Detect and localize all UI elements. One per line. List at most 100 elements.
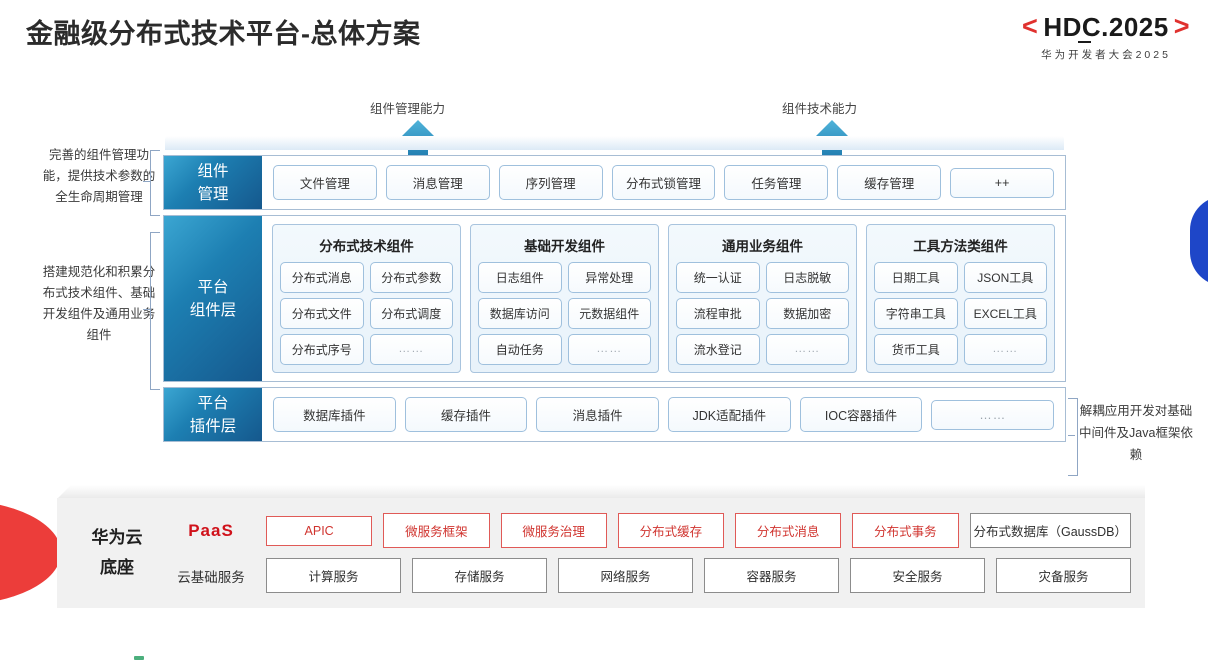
layer-body-component-management: 文件管理 消息管理 序列管理 分布式锁管理 任务管理 缓存管理 ++	[262, 156, 1065, 209]
chip-task-management[interactable]: 任务管理	[724, 165, 829, 200]
architecture-stack: 组件 管理 文件管理 消息管理 序列管理 分布式锁管理 任务管理 缓存管理 ++…	[163, 136, 1066, 442]
layer-platform-plugin: 平台 插件层 数据库插件 缓存插件 消息插件 JDK适配插件 IOC容器插件 ……	[163, 387, 1066, 442]
group-row: 分布式消息 分布式参数	[280, 262, 453, 293]
cell-json-tool[interactable]: JSON工具	[963, 262, 1047, 293]
cell-distributed-file[interactable]: 分布式文件	[280, 298, 364, 329]
cell-distributed-param[interactable]: 分布式参数	[369, 262, 453, 293]
group-title: 基础开发组件	[524, 239, 605, 254]
cell-string-tool[interactable]: 字符串工具	[874, 298, 958, 329]
hdc-logo: < HDC.2025 > 华为开发者大会2025	[1022, 13, 1190, 62]
paas-row: PaaS APIC 微服务框架 微服务治理 分布式缓存 分布式消息 分布式事务 …	[167, 513, 1131, 548]
group-row: 分布式文件 分布式调度	[280, 298, 453, 329]
cloud-base-title-line2: 底座	[100, 558, 134, 577]
paas-item-distributed-message[interactable]: 分布式消息	[735, 513, 842, 548]
blue-semicircle-decoration	[1190, 196, 1208, 286]
infra-item-security[interactable]: 安全服务	[850, 558, 985, 593]
chip-ioc-container-plugin[interactable]: IOC容器插件	[799, 397, 923, 432]
group-row: 流程审批 数据加密	[676, 298, 849, 329]
infra-label: 云基础服务	[177, 569, 245, 585]
cell-auto-task[interactable]: 自动任务	[478, 334, 562, 365]
cell-currency-tool[interactable]: 货币工具	[874, 334, 958, 365]
cell-unified-auth[interactable]: 统一认证	[676, 262, 760, 293]
layer-label-line2: 插件层	[189, 417, 237, 435]
group-title: 通用业务组件	[722, 239, 803, 254]
group-basic-dev: 基础开发组件 日志组件 异常处理 数据库访问 元数据组件 自动任务 ……	[470, 224, 659, 373]
bracket-left-top	[150, 150, 160, 216]
chip-distributed-lock-management[interactable]: 分布式锁管理	[611, 165, 716, 200]
infra-item-storage[interactable]: 存储服务	[412, 558, 547, 593]
cell-excel-tool[interactable]: EXCEL工具	[963, 298, 1047, 329]
side-note-left-top: 完善的组件管理功能，提供技术参数的全生命周期管理	[42, 148, 156, 204]
cloud-base-title-line1: 华为云	[91, 528, 143, 547]
paas-item-apic[interactable]: APIC	[266, 515, 373, 546]
cell-distributed-message[interactable]: 分布式消息	[280, 262, 364, 293]
infra-item-disaster-recovery[interactable]: 灾备服务	[996, 558, 1131, 593]
cloud-slab-bevel	[57, 485, 1145, 499]
layer-label-component-management: 组件 管理	[164, 156, 262, 209]
red-wedge-decoration	[0, 500, 61, 605]
group-grid: 分布式消息 分布式参数 分布式文件 分布式调度 分布式序号 ……	[280, 262, 453, 365]
group-general-business: 通用业务组件 统一认证 日志脱敏 流程审批 数据加密 流水登记 ……	[668, 224, 857, 373]
cell-metadata-component[interactable]: 元数据组件	[567, 298, 651, 329]
bracket-left-bottom	[150, 232, 160, 390]
infra-item-network[interactable]: 网络服务	[558, 558, 693, 593]
cell-transaction-record[interactable]: 流水登记	[676, 334, 760, 365]
cell-db-access[interactable]: 数据库访问	[478, 298, 562, 329]
chip-file-management[interactable]: 文件管理	[273, 165, 377, 200]
paas-item-distributed-database[interactable]: 分布式数据库（GaussDB）	[969, 513, 1131, 548]
layer-label-platform-plugin: 平台 插件层	[164, 388, 262, 441]
chip-message-management[interactable]: 消息管理	[385, 165, 490, 200]
paas-label: PaaS	[188, 520, 234, 540]
infra-item-container[interactable]: 容器服务	[704, 558, 839, 593]
chip-cache-management[interactable]: 缓存管理	[837, 165, 942, 200]
group-row: 自动任务 ……	[478, 334, 651, 365]
paas-item-microservice-framework[interactable]: 微服务框架	[383, 513, 490, 548]
layer-platform-component: 平台 组件层 分布式技术组件 分布式消息 分布式参数 分布式文件 分布式调度 分…	[163, 215, 1066, 382]
chip-message-plugin[interactable]: 消息插件	[536, 397, 660, 432]
cloud-base-title: 华为云 底座	[71, 523, 163, 583]
infra-row: 云基础服务 计算服务 存储服务 网络服务 容器服务 安全服务 灾备服务	[167, 558, 1131, 593]
cloud-base-content: 华为云 底座 PaaS APIC 微服务框架 微服务治理 分布式缓存 分布式消息…	[57, 498, 1145, 608]
cell-more[interactable]: ……	[963, 334, 1047, 365]
left-angle-bracket-icon: <	[1022, 11, 1039, 41]
infra-item-compute[interactable]: 计算服务	[266, 558, 401, 593]
hdc-logo-main: < HDC.2025 >	[1022, 11, 1190, 43]
bracket-tick	[1068, 435, 1075, 437]
cell-process-approval[interactable]: 流程审批	[676, 298, 760, 329]
huawei-cloud-base-panel: 华为云 底座 PaaS APIC 微服务框架 微服务治理 分布式缓存 分布式消息…	[57, 498, 1145, 608]
chip-more[interactable]: ……	[931, 399, 1055, 430]
cell-more[interactable]: ……	[765, 334, 849, 365]
stack-top-sheen	[165, 136, 1064, 150]
paas-item-distributed-cache[interactable]: 分布式缓存	[617, 513, 724, 548]
component-groups: 分布式技术组件 分布式消息 分布式参数 分布式文件 分布式调度 分布式序号 ……	[262, 216, 1065, 381]
side-note-left-bottom: 搭建规范化和积累分布式技术组件、基础开发组件及通用业务组件	[42, 265, 156, 342]
chip-cache-plugin[interactable]: 缓存插件	[404, 397, 528, 432]
cell-more[interactable]: ……	[567, 334, 651, 365]
chip-jdk-adapter-plugin[interactable]: JDK适配插件	[668, 397, 791, 432]
paas-item-microservice-governance[interactable]: 微服务治理	[500, 513, 607, 548]
cell-more[interactable]: ……	[369, 334, 453, 365]
hdc-underline	[1078, 40, 1092, 43]
layer-body-platform-plugin: 数据库插件 缓存插件 消息插件 JDK适配插件 IOC容器插件 ……	[262, 388, 1065, 441]
cloud-base-rows: PaaS APIC 微服务框架 微服务治理 分布式缓存 分布式消息 分布式事务 …	[163, 513, 1131, 593]
chip-more[interactable]: ++	[950, 167, 1055, 198]
arrow-label-component-technology: 组件技术能力	[782, 102, 858, 116]
cell-date-tool[interactable]: 日期工具	[874, 262, 958, 293]
bracket-tick	[143, 309, 150, 311]
layer-label-line1: 平台	[197, 278, 229, 296]
right-angle-bracket-icon: >	[1173, 11, 1190, 41]
group-row: 数据库访问 元数据组件	[478, 298, 651, 329]
paas-item-distributed-transaction[interactable]: 分布式事务	[852, 513, 959, 548]
cell-distributed-seq[interactable]: 分布式序号	[280, 334, 364, 365]
group-grid: 日志组件 异常处理 数据库访问 元数据组件 自动任务 ……	[478, 262, 651, 365]
cell-exception-handling[interactable]: 异常处理	[567, 262, 651, 293]
cell-log-component[interactable]: 日志组件	[478, 262, 562, 293]
group-title: 分布式技术组件	[319, 239, 414, 254]
cell-data-encryption[interactable]: 数据加密	[765, 298, 849, 329]
bracket-right	[1068, 398, 1078, 476]
hdc-logo-text: HDC.2025	[1043, 14, 1168, 43]
cell-log-masking[interactable]: 日志脱敏	[765, 262, 849, 293]
cell-distributed-schedule[interactable]: 分布式调度	[369, 298, 453, 329]
chip-sequence-management[interactable]: 序列管理	[498, 165, 603, 200]
chip-database-plugin[interactable]: 数据库插件	[273, 397, 396, 432]
